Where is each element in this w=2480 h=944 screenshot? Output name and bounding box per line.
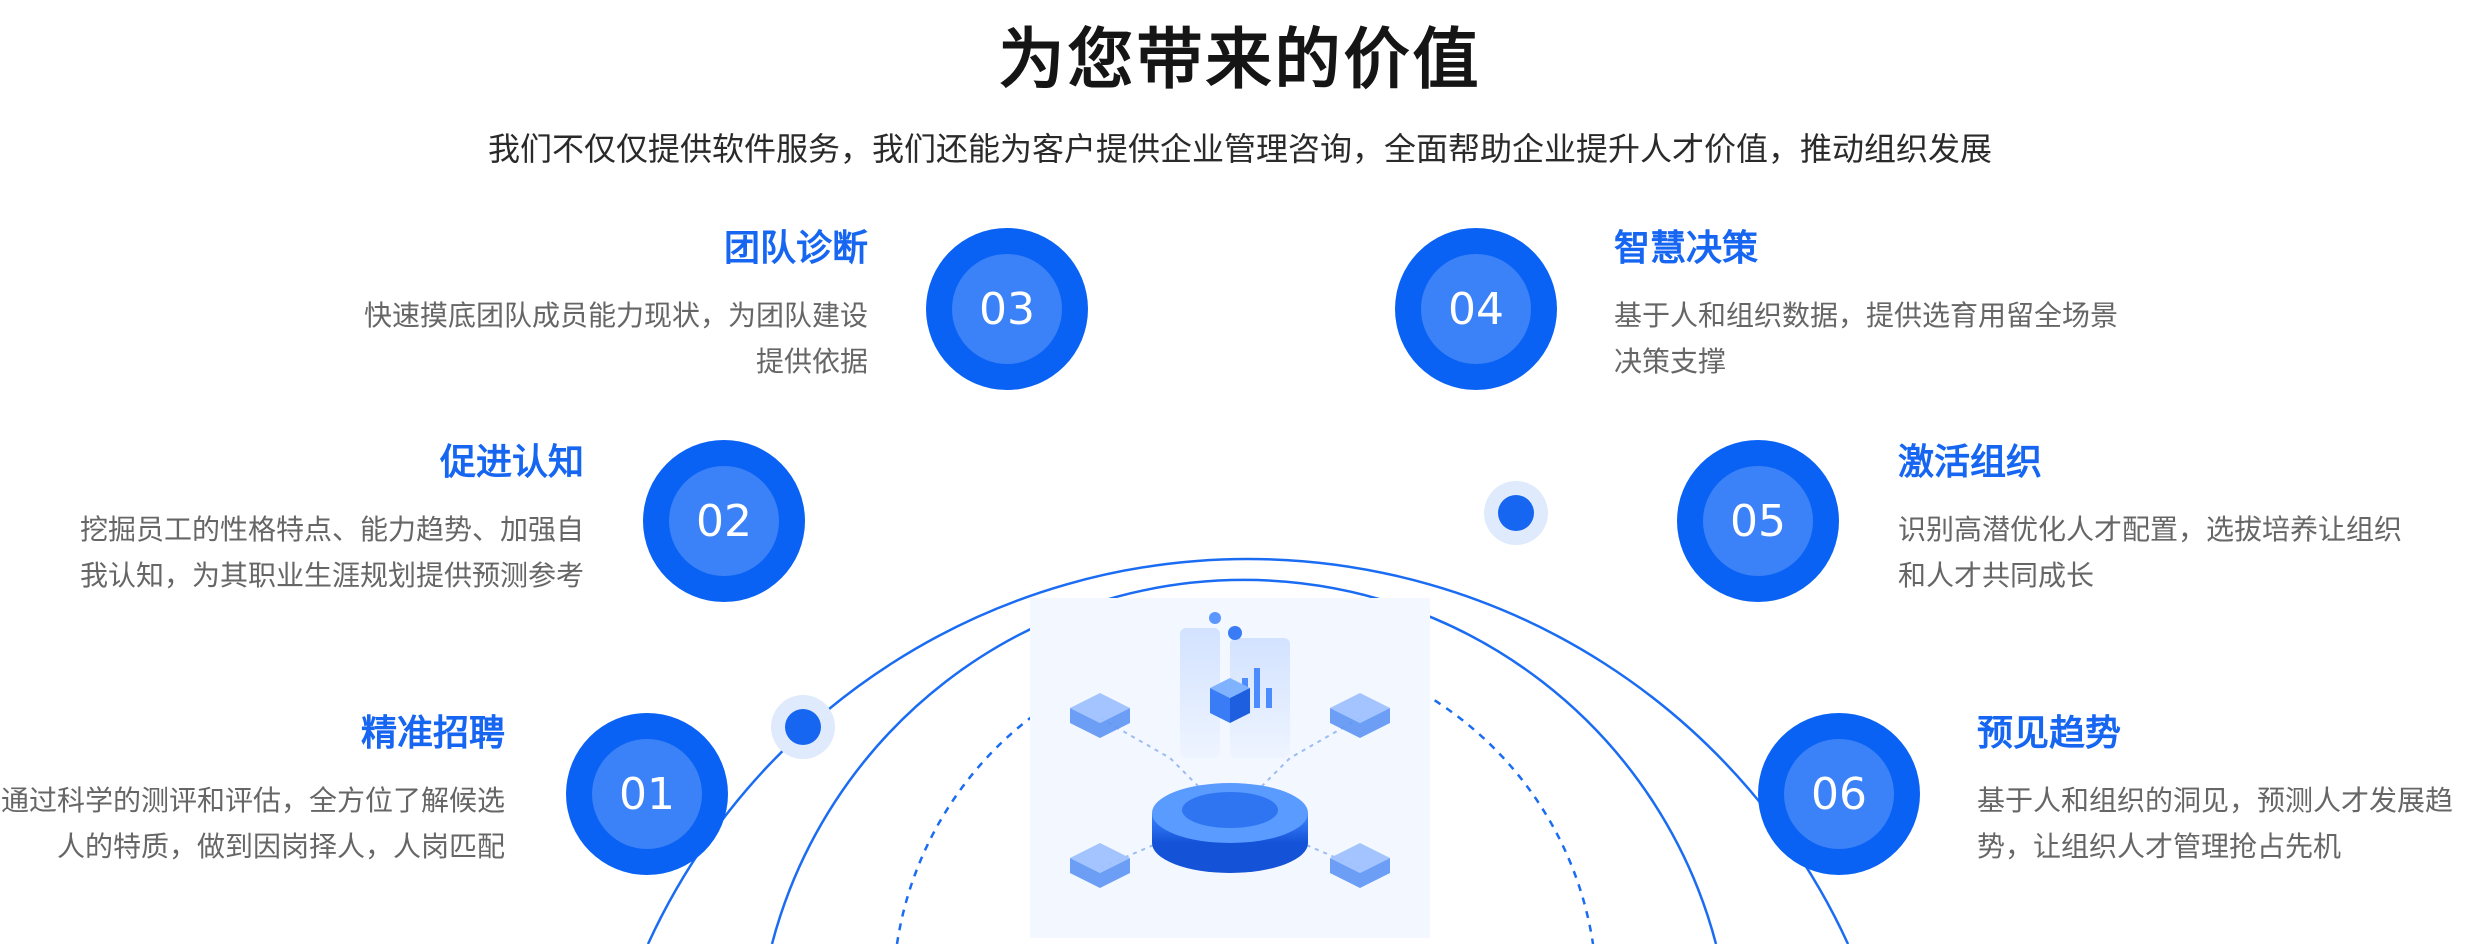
item-02-title: 促进认知 bbox=[439, 442, 584, 483]
page-subtitle: 我们不仅仅提供软件服务，我们还能为客户提供企业管理咨询，全面帮助企业提升人才价值… bbox=[487, 130, 1992, 168]
item-01-title: 精准招聘 bbox=[360, 713, 505, 754]
item-04-desc: 基于人和组织数据，提供选育用留全场景决策支撑 bbox=[1614, 299, 2119, 378]
item-05-title: 激活组织 bbox=[1898, 442, 2043, 483]
orbit-dot-right bbox=[1484, 481, 1548, 545]
item-03: 团队诊断 快速摸底团队成员能力现状，为团队建设提供依据 bbox=[308, 219, 868, 385]
node-04-label: 04 bbox=[1421, 254, 1531, 364]
node-06[interactable]: 06 bbox=[1758, 713, 1920, 875]
item-03-title: 团队诊断 bbox=[723, 228, 868, 269]
hub-illustration bbox=[1030, 598, 1430, 938]
node-01[interactable]: 01 bbox=[566, 713, 728, 875]
node-05-label: 05 bbox=[1703, 466, 1813, 576]
inner-dashed-orbit bbox=[895, 643, 1595, 944]
item-02-desc: 挖掘员工的性格特点、能力趋势、加强自我认知，为其职业生涯规划提供预测参考 bbox=[79, 513, 584, 592]
item-03-desc: 快速摸底团队成员能力现状，为团队建设提供依据 bbox=[363, 299, 868, 378]
node-04[interactable]: 04 bbox=[1395, 228, 1557, 390]
node-01-label: 01 bbox=[592, 739, 702, 849]
node-02[interactable]: 02 bbox=[643, 440, 805, 602]
node-05[interactable]: 05 bbox=[1677, 440, 1839, 602]
item-01: 精准招聘 通过科学的测评和评估，全方位了解候选人的特质，做到因岗择人，人岗匹配 bbox=[0, 704, 505, 870]
item-06-desc: 基于人和组织的洞见，预测人才发展趋势，让组织人才管理抢占先机 bbox=[1977, 784, 2454, 863]
item-04-title: 智慧决策 bbox=[1614, 228, 1759, 269]
item-05-desc: 识别高潜优化人才配置，选拔培养让组织和人才共同成长 bbox=[1898, 513, 2403, 592]
item-02: 促进认知 挖掘员工的性格特点、能力趋势、加强自我认知，为其职业生涯规划提供预测参… bbox=[24, 433, 584, 599]
middle-orbit-arc bbox=[770, 578, 1718, 944]
item-05: 激活组织 识别高潜优化人才配置，选拔培养让组织和人才共同成长 bbox=[1898, 433, 2458, 599]
item-06: 预见趋势 基于人和组织的洞见，预测人才发展趋势，让组织人才管理抢占先机 bbox=[1977, 704, 2477, 870]
item-04: 智慧决策 基于人和组织数据，提供选育用留全场景决策支撑 bbox=[1614, 219, 2194, 385]
node-03[interactable]: 03 bbox=[926, 228, 1088, 390]
page-title: 为您带来的价值 bbox=[998, 21, 1482, 98]
data-platform-icon bbox=[1070, 612, 1390, 888]
orbit-dot-left bbox=[771, 695, 835, 759]
node-03-label: 03 bbox=[952, 254, 1062, 364]
node-06-label: 06 bbox=[1784, 739, 1894, 849]
node-02-label: 02 bbox=[669, 466, 779, 576]
item-01-desc: 通过科学的测评和评估，全方位了解候选人的特质，做到因岗择人，人岗匹配 bbox=[0, 784, 505, 863]
item-06-title: 预见趋势 bbox=[1977, 713, 2122, 754]
